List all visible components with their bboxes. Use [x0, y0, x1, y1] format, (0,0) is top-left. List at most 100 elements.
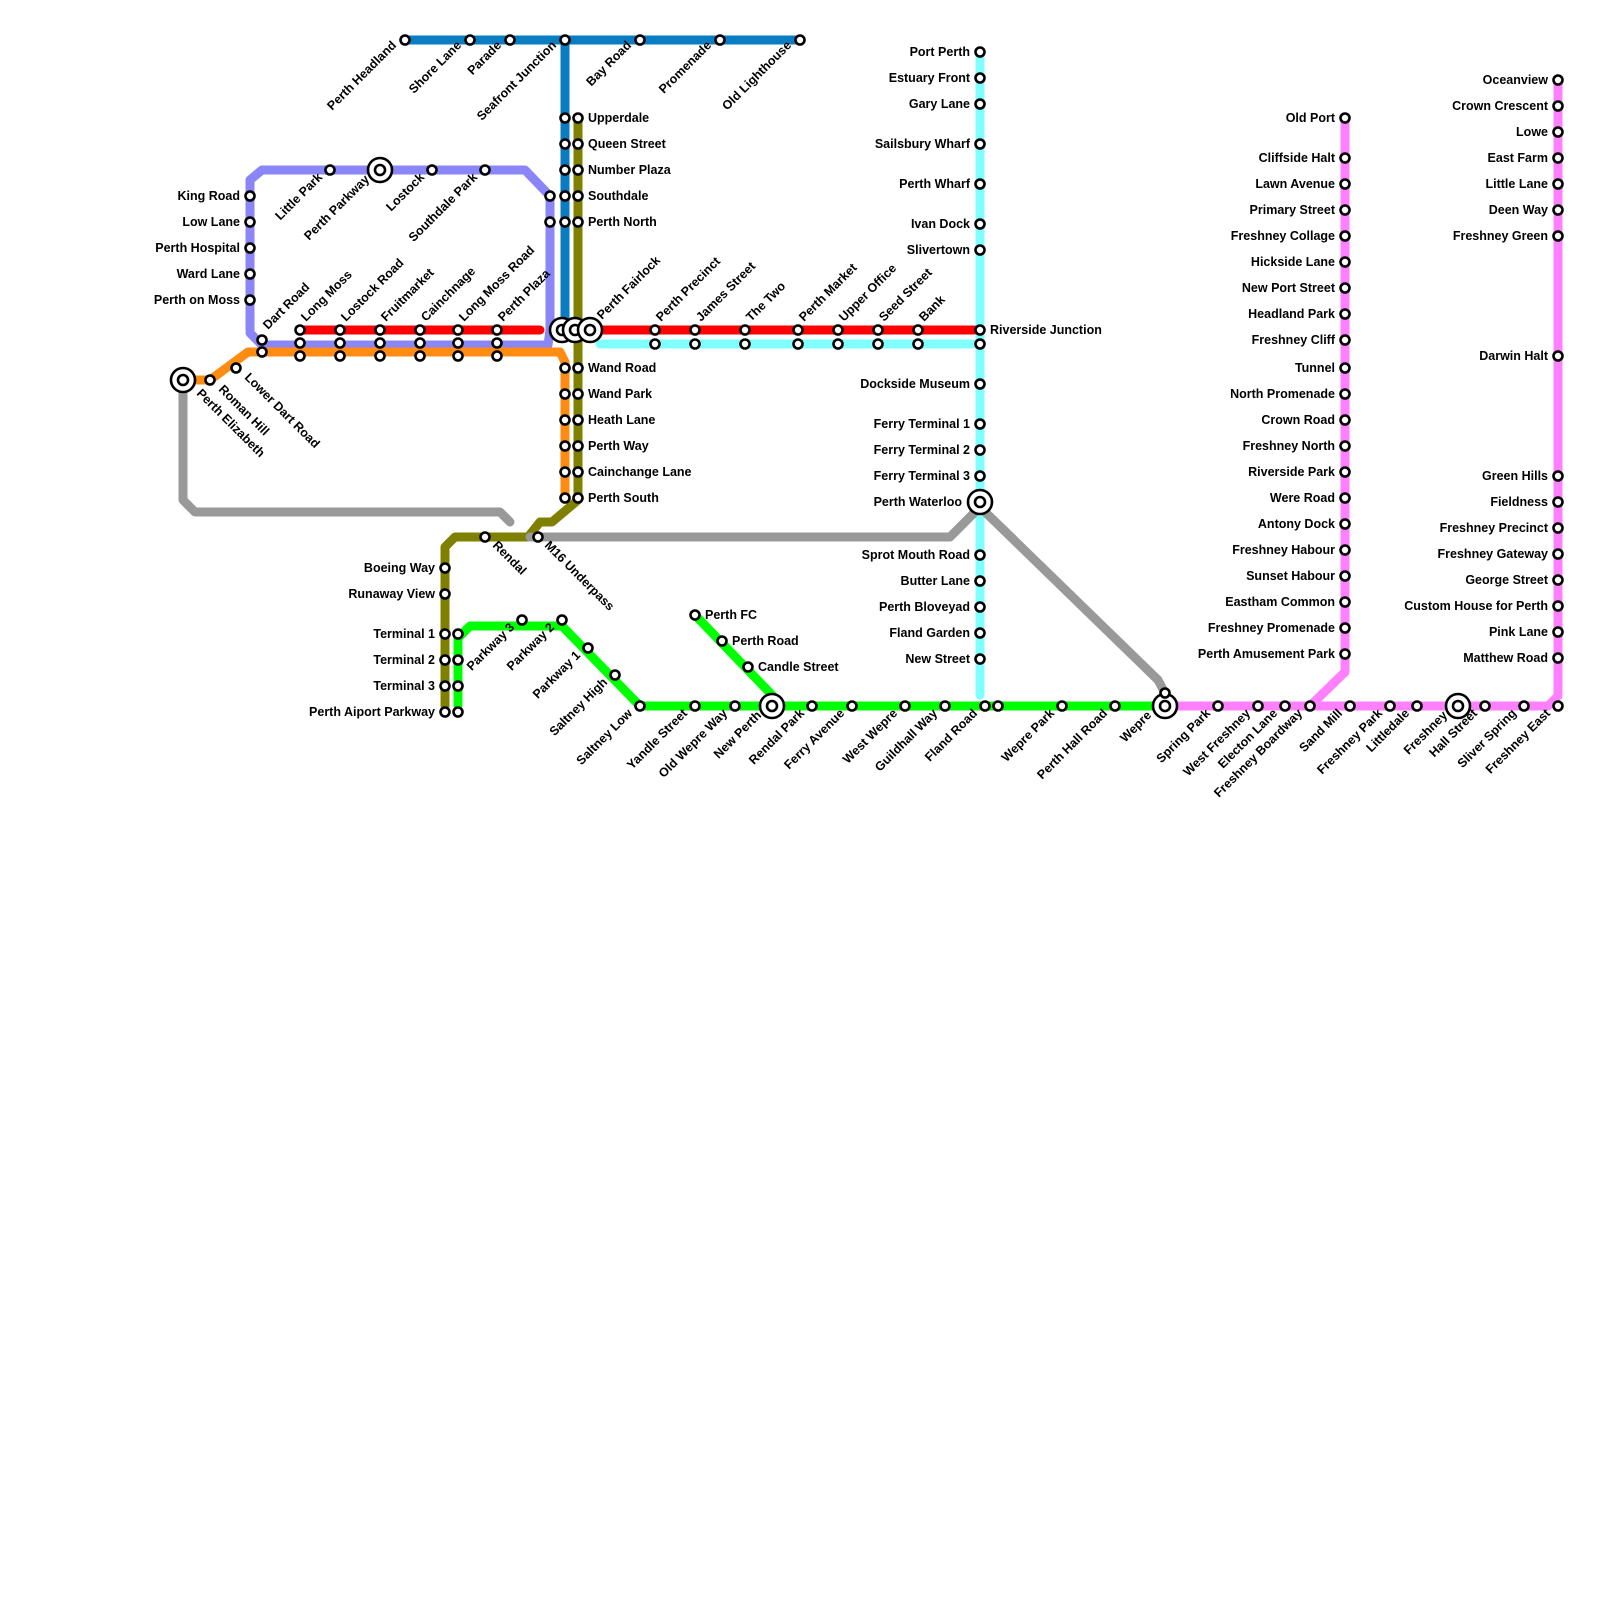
station-marker — [634, 700, 646, 712]
station-label-number-plaza: Number Plaza — [588, 163, 672, 177]
station-label-tunnel: Tunnel — [1295, 361, 1335, 375]
station-label-perth-hospital: Perth Hospital — [155, 241, 240, 255]
station-label-butter-lane: Butter Lane — [901, 574, 971, 588]
station-marker — [439, 680, 451, 692]
station-marker — [974, 575, 986, 587]
pink-line — [1305, 113, 1350, 711]
station-label-wepre: Wepre — [1117, 708, 1154, 745]
station-label-terminal-2: Terminal 2 — [373, 653, 435, 667]
station-marker — [714, 34, 726, 46]
station-marker — [979, 700, 991, 712]
station-marker — [582, 642, 594, 654]
station-marker — [729, 700, 741, 712]
station-label-custom-house-for-perth: Custom House for Perth — [1404, 599, 1548, 613]
station-marker — [1339, 414, 1351, 426]
station-label-hickside-lane: Hickside Lane — [1251, 255, 1335, 269]
station-label-ivan-dock: Ivan Dock — [911, 217, 970, 231]
station-marker — [739, 324, 751, 336]
station-label-riverside-park: Riverside Park — [1248, 465, 1335, 479]
station-label-perth-north: Perth North — [588, 215, 657, 229]
station-label-perth-aiport-parkway: Perth Aiport Parkway — [309, 705, 435, 719]
station-label-dockside-museum: Dockside Museum — [860, 377, 970, 391]
grey-line — [525, 502, 1170, 698]
station-marker — [792, 338, 804, 350]
station-marker — [559, 466, 571, 478]
station-label-freshney-green: Freshney Green — [1453, 229, 1548, 243]
station-marker — [1304, 700, 1316, 712]
station-marker — [559, 164, 571, 176]
station-marker — [334, 324, 346, 336]
station-label-freshney-promenade: Freshney Promenade — [1208, 621, 1335, 635]
station-marker — [1552, 574, 1564, 586]
station-marker — [491, 350, 503, 362]
station-marker — [1518, 700, 1530, 712]
station-marker — [716, 635, 728, 647]
station-marker — [832, 324, 844, 336]
station-marker — [504, 34, 516, 46]
station-marker — [479, 164, 491, 176]
station-label-the-two: The Two — [743, 279, 788, 324]
station-label-runaway-view: Runaway View — [348, 587, 435, 601]
station-label-east-farm: East Farm — [1488, 151, 1548, 165]
station-label-wand-road: Wand Road — [588, 361, 656, 375]
station-marker — [689, 338, 701, 350]
station-label-parkway-1: Parkway 1 — [530, 648, 583, 701]
station-label-north-promenade: North Promenade — [1230, 387, 1335, 401]
station-label-upperdale: Upperdale — [588, 111, 649, 125]
station-label-crown-road: Crown Road — [1261, 413, 1335, 427]
station-marker — [974, 549, 986, 561]
station-marker — [1552, 522, 1564, 534]
station-label-perth-south: Perth South — [588, 491, 659, 505]
station-label-old-port: Old Port — [1286, 111, 1336, 125]
station-marker — [572, 112, 584, 124]
station-marker — [1552, 600, 1564, 612]
station-label-perth-fairlock: Perth Fairlock — [594, 253, 663, 322]
station-marker — [572, 440, 584, 452]
station-label-terminal-3: Terminal 3 — [373, 679, 435, 693]
station-marker — [1552, 350, 1564, 362]
station-label-queen-street: Queen Street — [588, 137, 667, 151]
station-label-promenade: Promenade — [656, 38, 714, 96]
station-label-ferry-terminal-2: Ferry Terminal 2 — [874, 443, 970, 457]
station-label-southdale: Southdale — [588, 189, 648, 203]
station-marker — [204, 374, 216, 386]
station-label-riverside-junction: Riverside Junction — [990, 323, 1102, 337]
station-marker — [1339, 230, 1351, 242]
station-marker — [806, 700, 818, 712]
station-label-boeing-way: Boeing Way — [364, 561, 435, 575]
station-marker — [1056, 700, 1068, 712]
station-marker — [464, 34, 476, 46]
station-marker — [1552, 626, 1564, 638]
station-marker — [1552, 652, 1564, 664]
station-label-sailsbury-wharf: Sailsbury Wharf — [875, 137, 971, 151]
station-label-cliffside-halt: Cliffside Halt — [1259, 151, 1336, 165]
station-marker — [634, 34, 646, 46]
station-marker — [1411, 700, 1423, 712]
station-marker — [1552, 700, 1564, 712]
station-marker — [491, 324, 503, 336]
station-label-old-lighthouse: Old Lighthouse — [719, 38, 794, 113]
station-label-perth-way: Perth Way — [588, 439, 649, 453]
station-marker — [974, 627, 986, 639]
station-label-fland-garden: Fland Garden — [889, 626, 970, 640]
station-label-bay-road: Bay Road — [583, 38, 634, 89]
station-label-new-street: New Street — [905, 652, 970, 666]
station-marker — [974, 601, 986, 613]
station-label-saltney-low: Saltney Low — [574, 706, 636, 768]
station-marker — [1159, 687, 1171, 699]
station-marker — [1339, 204, 1351, 216]
station-marker — [649, 324, 661, 336]
station-marker — [649, 338, 661, 350]
station-marker — [1339, 112, 1351, 124]
station-marker — [1339, 622, 1351, 634]
station-marker — [974, 244, 986, 256]
station-marker — [1339, 570, 1351, 582]
station-label-wepre-park: Wepre Park — [999, 706, 1057, 764]
station-label-crown-crescent: Crown Crescent — [1452, 99, 1549, 113]
station-marker — [334, 350, 346, 362]
green-line — [453, 621, 1170, 711]
station-label-freshney-north: Freshney North — [1243, 439, 1335, 453]
station-marker — [374, 350, 386, 362]
station-marker — [572, 388, 584, 400]
